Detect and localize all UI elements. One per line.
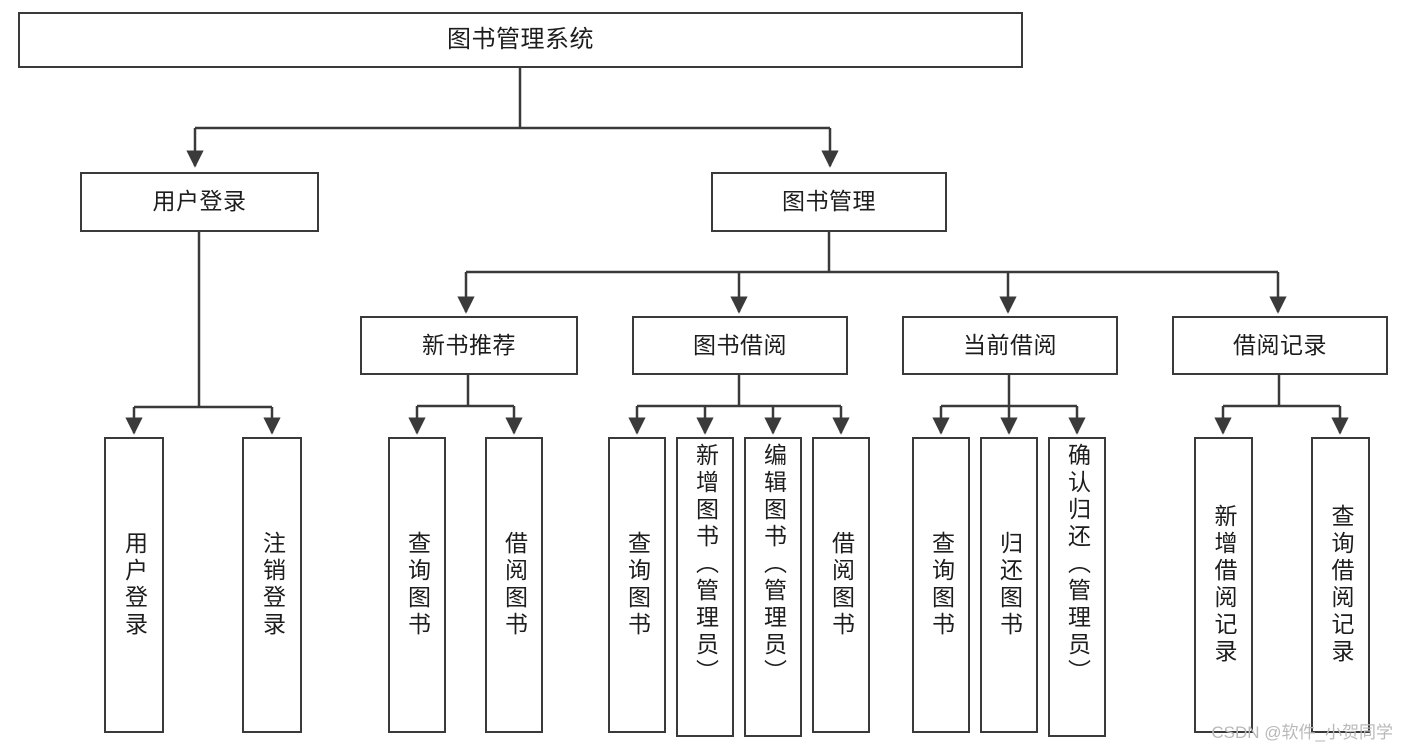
leaf-user-login[interactable]: 用户登录: [104, 437, 164, 733]
node-label: 用户登录: [152, 188, 247, 215]
node-new-book-recommend[interactable]: 新书推荐: [360, 316, 578, 375]
leaf-logout-login[interactable]: 注销登录: [242, 437, 302, 733]
leaf-query-borrow-record[interactable]: 查询借阅记录: [1311, 437, 1370, 733]
leaf-confirm-return[interactable]: 确认归还（管理员）: [1048, 437, 1106, 737]
leaf-query-book-recommend[interactable]: 查询图书: [388, 437, 446, 733]
node-label: 查询图书: [404, 531, 431, 639]
node-label: 确认归还（管理员）: [1064, 443, 1091, 686]
leaf-query-book-current[interactable]: 查询图书: [912, 437, 970, 733]
node-book-borrow[interactable]: 图书借阅: [632, 316, 848, 375]
leaf-edit-book[interactable]: 编辑图书（管理员）: [744, 437, 802, 737]
node-label: 图书管理系统: [447, 25, 594, 53]
node-label: 图书管理: [782, 188, 876, 215]
node-label: 用户登录: [121, 531, 148, 639]
leaf-add-borrow-record[interactable]: 新增借阅记录: [1194, 437, 1253, 733]
node-label: 编辑图书（管理员）: [760, 443, 787, 686]
leaf-add-book[interactable]: 新增图书（管理员）: [676, 437, 734, 737]
leaf-return-book[interactable]: 归还图书: [980, 437, 1038, 733]
node-current-borrow[interactable]: 当前借阅: [902, 316, 1118, 375]
node-root-system[interactable]: 图书管理系统: [18, 12, 1023, 68]
leaf-borrow-book-recommend[interactable]: 借阅图书: [485, 437, 543, 733]
node-label: 注销登录: [259, 531, 286, 639]
node-label: 新增借阅记录: [1211, 504, 1237, 666]
node-borrow-record[interactable]: 借阅记录: [1172, 316, 1388, 375]
node-label: 查询借阅记录: [1328, 504, 1354, 666]
watermark-text: CSDN @软件_小贺同学: [1211, 723, 1393, 742]
leaf-borrow-book[interactable]: 借阅图书: [812, 437, 870, 733]
node-label: 查询图书: [624, 531, 651, 639]
node-label: 新书推荐: [422, 331, 516, 358]
node-label: 借阅记录: [1233, 331, 1327, 358]
leaf-query-book-borrow[interactable]: 查询图书: [608, 437, 666, 733]
node-book-manage[interactable]: 图书管理: [711, 172, 947, 232]
node-label: 新增图书（管理员）: [692, 443, 719, 686]
node-label: 当前借阅: [963, 331, 1057, 358]
node-label: 借阅图书: [828, 531, 855, 639]
node-label: 归还图书: [996, 531, 1023, 639]
node-label: 查询图书: [928, 531, 955, 639]
node-user-login[interactable]: 用户登录: [80, 172, 319, 232]
node-label: 图书借阅: [693, 331, 787, 358]
node-label: 借阅图书: [501, 531, 528, 639]
